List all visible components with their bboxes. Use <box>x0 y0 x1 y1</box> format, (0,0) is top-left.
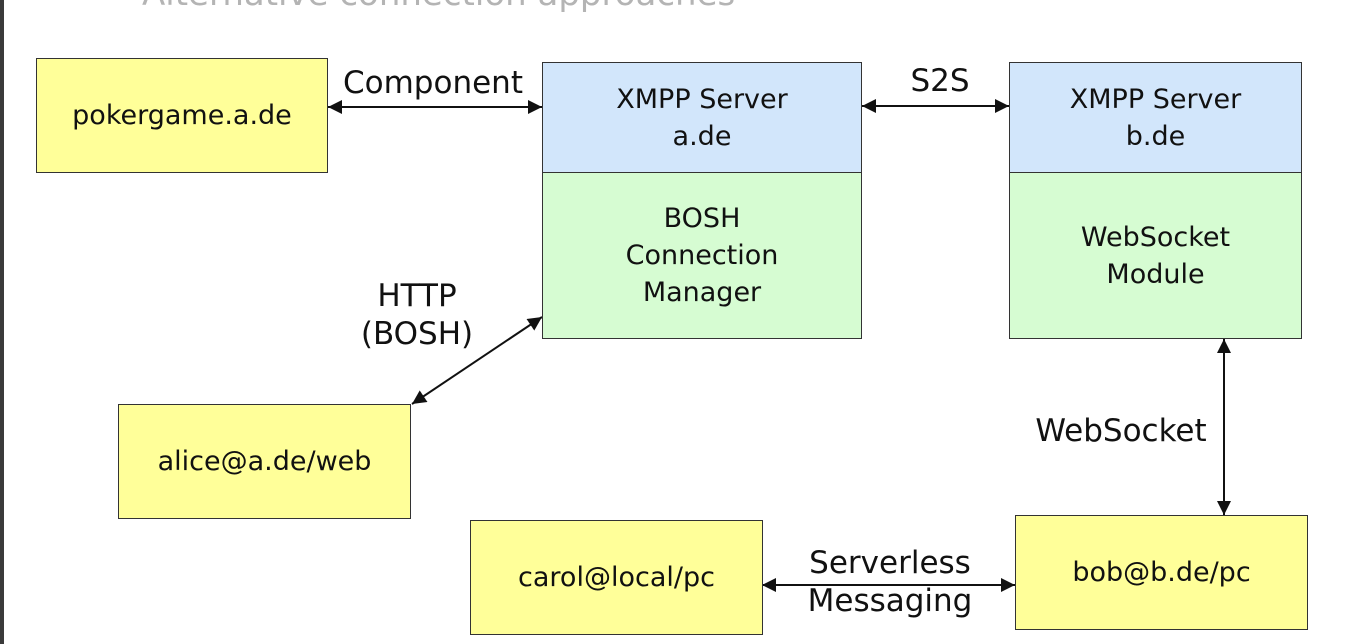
xmpp-server-b-box: XMPP Server b.de <box>1009 62 1302 173</box>
bosh-connection-manager-box: BOSH Connection Manager <box>542 172 862 339</box>
websocket-label: WebSocket <box>1035 413 1207 449</box>
http-bosh-label: HTTP (BOSH) <box>360 278 474 352</box>
websocket-module-box: WebSocket Module <box>1009 172 1302 339</box>
bob-client-box: bob@b.de/pc <box>1015 515 1308 630</box>
left-border <box>0 0 4 644</box>
serverless-messaging-label: Serverless Messaging <box>807 545 973 619</box>
alice-client-box: alice@a.de/web <box>118 404 411 519</box>
component-label: Component <box>343 65 523 101</box>
carol-client-box: carol@local/pc <box>470 520 763 635</box>
slide-title: Alternative connection approaches <box>142 0 735 14</box>
pokergame-component-box: pokergame.a.de <box>36 58 328 173</box>
xmpp-server-a-box: XMPP Server a.de <box>542 62 862 173</box>
bosh-arrow <box>411 316 543 405</box>
s2s-label: S2S <box>910 63 970 99</box>
